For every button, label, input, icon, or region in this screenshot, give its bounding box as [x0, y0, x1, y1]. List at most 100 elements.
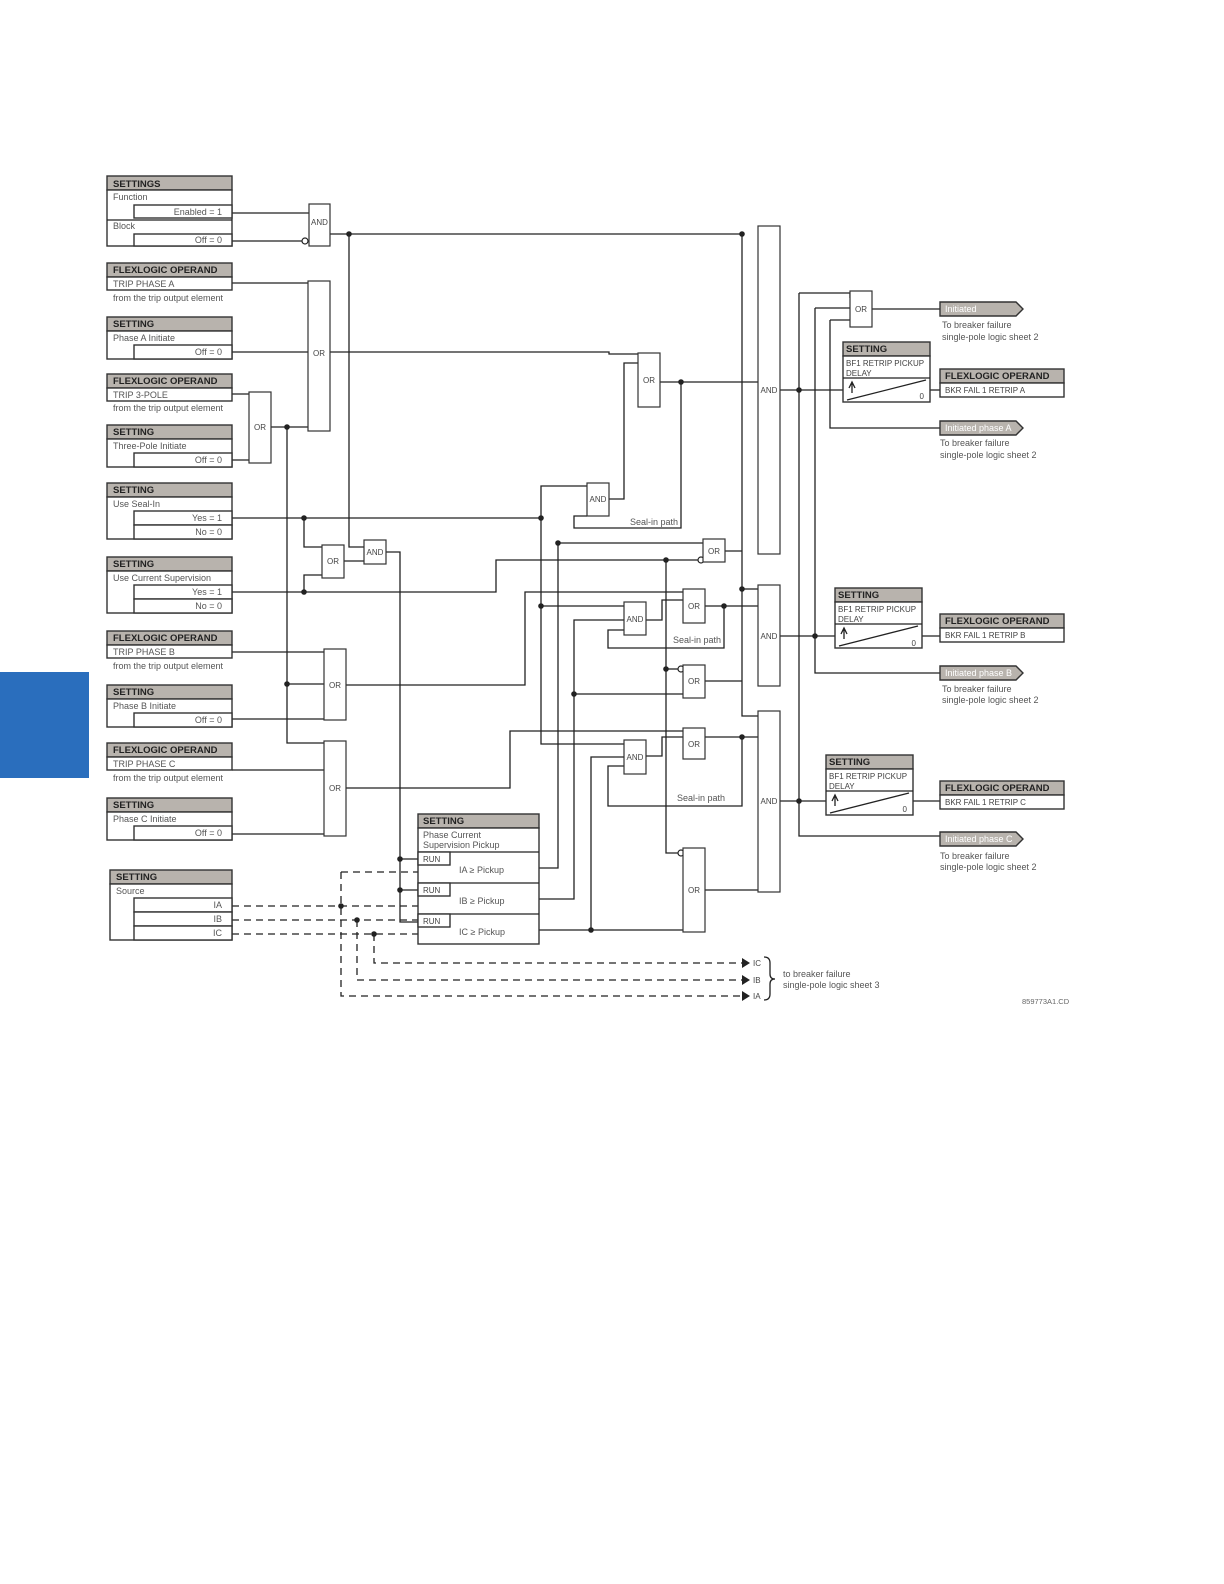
svg-text:Initiated phase B: Initiated phase B — [945, 668, 1012, 678]
svg-text:AND: AND — [590, 495, 607, 504]
retrip-operand-a: FLEXLOGIC OPERAND BKR FAIL 1 RETRIP A — [939, 368, 1065, 398]
svg-text:AND: AND — [627, 615, 644, 624]
retrip-delay-b: SETTING BF1 RETRIP PICKUP DELAY 0 — [834, 587, 923, 649]
svg-text:IC ≥ Pickup: IC ≥ Pickup — [459, 927, 505, 937]
retrip-delay-a: SETTING BF1 RETRIP PICKUP DELAY 0 — [842, 341, 931, 403]
svg-text:Off = 0: Off = 0 — [195, 235, 222, 245]
svg-text:TRIP PHASE C: TRIP PHASE C — [113, 759, 176, 769]
initiated-output: Initiated To breaker failure single-pole… — [939, 301, 1039, 342]
svg-text:OR: OR — [643, 376, 655, 385]
svg-text:Enabled = 1: Enabled = 1 — [174, 207, 222, 217]
svg-text:IB ≥ Pickup: IB ≥ Pickup — [459, 896, 504, 906]
seal-in-label-a: Seal-in path — [630, 517, 678, 527]
svg-text:SETTING: SETTING — [113, 485, 154, 496]
initiated-phase-b-output: Initiated phase B To breaker failure sin… — [939, 665, 1039, 705]
initiated-phase-c-output: Initiated phase C To breaker failure sin… — [939, 831, 1037, 872]
svg-text:Initiated phase A: Initiated phase A — [945, 423, 1012, 433]
svg-text:single-pole logic sheet 2: single-pole logic sheet 2 — [940, 450, 1037, 460]
svg-text:IC: IC — [753, 959, 761, 968]
svg-text:SETTING: SETTING — [113, 559, 154, 570]
svg-text:OR: OR — [688, 677, 700, 686]
seal-in-label-b: Seal-in path — [673, 635, 721, 645]
section-tab — [0, 672, 89, 778]
svg-text:Three-Pole Initiate: Three-Pole Initiate — [113, 441, 187, 451]
svg-text:OR: OR — [329, 784, 341, 793]
svg-text:OR: OR — [327, 557, 339, 566]
logic-gates: AND OR OR OR AND OR OR OR AND OR AND OR … — [248, 203, 873, 933]
svg-text:Off = 0: Off = 0 — [195, 347, 222, 357]
current-arrowheads — [742, 958, 750, 1001]
svg-text:BKR FAIL 1 RETRIP C: BKR FAIL 1 RETRIP C — [945, 798, 1026, 807]
svg-text:Initiated phase C: Initiated phase C — [945, 834, 1013, 844]
svg-text:SETTING: SETTING — [113, 800, 154, 811]
svg-text:Phase A Initiate: Phase A Initiate — [113, 333, 175, 343]
svg-text:single-pole logic sheet 3: single-pole logic sheet 3 — [783, 980, 880, 990]
use-current-supervision-setting: SETTING Use Current Supervision Yes = 1 … — [106, 556, 233, 614]
svg-text:RUN: RUN — [423, 855, 441, 864]
svg-text:Function: Function — [113, 192, 148, 202]
svg-text:To breaker failure: To breaker failure — [940, 851, 1010, 861]
svg-text:OR: OR — [688, 886, 700, 895]
current-outputs: IC IB IA to breaker failure single-pole … — [753, 956, 880, 1001]
svg-text:OR: OR — [254, 423, 266, 432]
svg-text:Off = 0: Off = 0 — [195, 715, 222, 725]
svg-text:Yes = 1: Yes = 1 — [192, 587, 222, 597]
retrip-operand-c: FLEXLOGIC OPERAND BKR FAIL 1 RETRIP C — [939, 780, 1065, 810]
settings-function-block: SETTINGS Function Enabled = 1 Block Off … — [106, 175, 233, 247]
retrip-delay-c: SETTING BF1 RETRIP PICKUP DELAY 0 — [825, 754, 914, 816]
seal-in-label-c: Seal-in path — [677, 793, 725, 803]
svg-text:SETTING: SETTING — [113, 319, 154, 330]
svg-text:single-pole logic sheet 2: single-pole logic sheet 2 — [942, 332, 1039, 342]
svg-text:Use Seal-In: Use Seal-In — [113, 499, 160, 509]
svg-text:SETTING: SETTING — [829, 757, 870, 768]
svg-text:Use Current Supervision: Use Current Supervision — [113, 573, 211, 583]
svg-text:SETTING: SETTING — [838, 590, 879, 601]
svg-text:IA: IA — [213, 900, 222, 910]
svg-text:BF1 RETRIP PICKUP: BF1 RETRIP PICKUP — [838, 605, 916, 614]
svg-text:FLEXLOGIC OPERAND: FLEXLOGIC OPERAND — [113, 633, 218, 644]
svg-text:SETTING: SETTING — [113, 427, 154, 438]
svg-text:from the trip output element: from the trip output element — [113, 773, 224, 783]
source-setting: SETTING Source IA IB IC — [109, 869, 233, 941]
svg-text:AND: AND — [311, 218, 328, 227]
trip-3pole-operand: FLEXLOGIC OPERAND TRIP 3-POLE from the t… — [106, 373, 233, 413]
svg-text:Yes = 1: Yes = 1 — [192, 513, 222, 523]
svg-text:Supervision Pickup: Supervision Pickup — [423, 840, 500, 850]
svg-text:FLEXLOGIC OPERAND: FLEXLOGIC OPERAND — [945, 371, 1050, 382]
svg-text:AND: AND — [761, 797, 778, 806]
svg-text:BKR FAIL 1 RETRIP B: BKR FAIL 1 RETRIP B — [945, 631, 1025, 640]
svg-text:Phase B Initiate: Phase B Initiate — [113, 701, 176, 711]
svg-text:FLEXLOGIC OPERAND: FLEXLOGIC OPERAND — [113, 376, 218, 387]
svg-text:DELAY: DELAY — [846, 369, 872, 378]
svg-text:TRIP PHASE B: TRIP PHASE B — [113, 647, 175, 657]
svg-text:No = 0: No = 0 — [195, 601, 222, 611]
phase-current-pickup-setting: SETTING Phase Current Supervision Pickup… — [417, 813, 540, 945]
svg-text:FLEXLOGIC OPERAND: FLEXLOGIC OPERAND — [113, 745, 218, 756]
svg-text:TRIP 3-POLE: TRIP 3-POLE — [113, 390, 168, 400]
svg-text:OR: OR — [688, 602, 700, 611]
svg-text:AND: AND — [367, 548, 384, 557]
svg-text:FLEXLOGIC OPERAND: FLEXLOGIC OPERAND — [113, 265, 218, 276]
drawing-code: 859773A1.CD — [1022, 997, 1070, 1006]
phase-a-initiate-setting: SETTING Phase A Initiate Off = 0 — [106, 316, 233, 360]
svg-text:from the trip output element: from the trip output element — [113, 661, 224, 671]
svg-text:FLEXLOGIC OPERAND: FLEXLOGIC OPERAND — [945, 616, 1050, 627]
svg-text:IC: IC — [213, 928, 223, 938]
trip-phase-a-operand: FLEXLOGIC OPERAND TRIP PHASE A from the … — [106, 262, 233, 303]
svg-text:OR: OR — [313, 349, 325, 358]
svg-text:Phase Current: Phase Current — [423, 830, 482, 840]
svg-text:To breaker failure: To breaker failure — [940, 438, 1010, 448]
svg-text:Phase C Initiate: Phase C Initiate — [113, 814, 177, 824]
svg-text:from the trip output element: from the trip output element — [113, 293, 224, 303]
svg-text:To breaker failure: To breaker failure — [942, 320, 1012, 330]
svg-text:0: 0 — [920, 392, 925, 401]
svg-text:0: 0 — [903, 805, 908, 814]
svg-text:SETTING: SETTING — [846, 344, 887, 355]
svg-text:BF1 RETRIP PICKUP: BF1 RETRIP PICKUP — [846, 359, 924, 368]
use-seal-in-setting: SETTING Use Seal-In Yes = 1 No = 0 — [106, 482, 233, 540]
svg-text:DELAY: DELAY — [838, 615, 864, 624]
svg-text:OR: OR — [855, 305, 867, 314]
svg-text:No = 0: No = 0 — [195, 527, 222, 537]
svg-text:IB: IB — [213, 914, 222, 924]
svg-text:DELAY: DELAY — [829, 782, 855, 791]
